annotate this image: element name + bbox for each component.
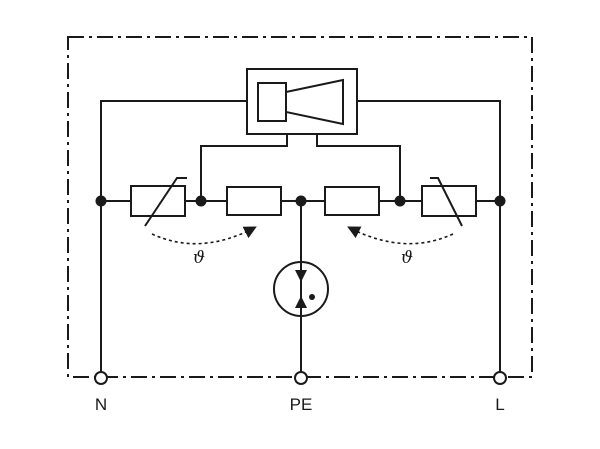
varistor-icon <box>130 177 187 227</box>
theta-symbol-right: ϑ <box>401 248 413 268</box>
thermal-fuse-icon <box>324 186 380 216</box>
theta-symbol-left: ϑ <box>193 248 205 268</box>
terminal-label-n: N <box>95 395 107 414</box>
varistor-icon <box>421 177 477 227</box>
terminal-label-l: L <box>495 395 504 414</box>
gas-discharge-tube-icon <box>273 261 329 317</box>
horn-icon <box>246 68 358 135</box>
terminal-label-pe: PE <box>290 395 313 414</box>
terminal-l <box>493 371 507 385</box>
terminal-pe <box>294 371 308 385</box>
thermal-coupling-arrow-right <box>347 226 454 245</box>
junction-dots <box>95 195 506 207</box>
thermal-coupling-arrow-left <box>151 226 257 245</box>
thermal-fuse-icon <box>226 186 282 216</box>
terminal-n <box>94 371 108 385</box>
